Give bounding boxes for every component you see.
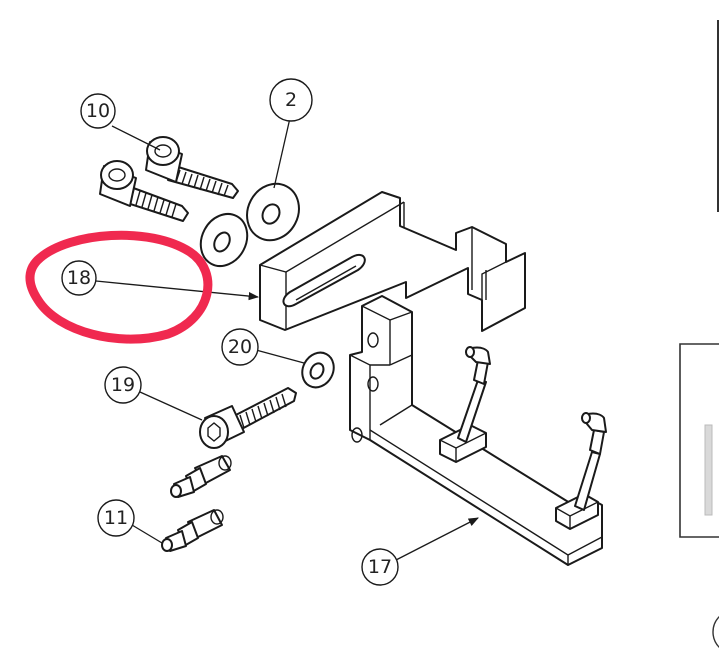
leader-2 — [273, 117, 291, 189]
grease-fitting-lower — [161, 509, 224, 552]
adjacent-panel-middle — [679, 343, 719, 538]
highlight-ellipse — [25, 230, 213, 344]
adjacent-bubble-partial — [712, 615, 719, 649]
callout-10: 10 — [80, 93, 116, 129]
callout-18: 18 — [61, 260, 97, 296]
grease-fitting-upper — [170, 455, 232, 498]
cap-screw-lower — [99, 160, 189, 222]
washer-small — [301, 351, 335, 389]
callout-11: 11 — [97, 499, 135, 537]
callout-2: 2 — [269, 78, 313, 122]
washer-large — [246, 182, 300, 242]
leader-18 — [95, 280, 260, 301]
callout-17: 17 — [361, 548, 399, 586]
leader-10 — [111, 125, 161, 151]
leader-lines — [95, 117, 479, 561]
callout-18-label: 18 — [67, 267, 91, 289]
callout-10-label: 10 — [86, 100, 110, 122]
leader-11 — [131, 524, 163, 544]
callout-19-label: 19 — [111, 374, 135, 396]
l-frame-pin-left — [439, 346, 491, 463]
washer-medium — [199, 213, 249, 267]
leader-17 — [395, 517, 479, 561]
callout-19: 19 — [104, 366, 142, 404]
cap-screw-single — [199, 387, 297, 449]
callout-2-label: 2 — [285, 89, 297, 111]
l-frame-pin-right — [555, 412, 607, 530]
leader-19 — [139, 391, 203, 421]
slotted-bracket — [259, 191, 526, 332]
callout-11-label: 11 — [104, 507, 128, 529]
callout-20-label: 20 — [228, 336, 252, 358]
leader-20 — [255, 349, 305, 364]
callout-20: 20 — [221, 328, 259, 366]
cap-screw-upper — [145, 136, 239, 199]
callout-17-label: 17 — [368, 556, 392, 578]
